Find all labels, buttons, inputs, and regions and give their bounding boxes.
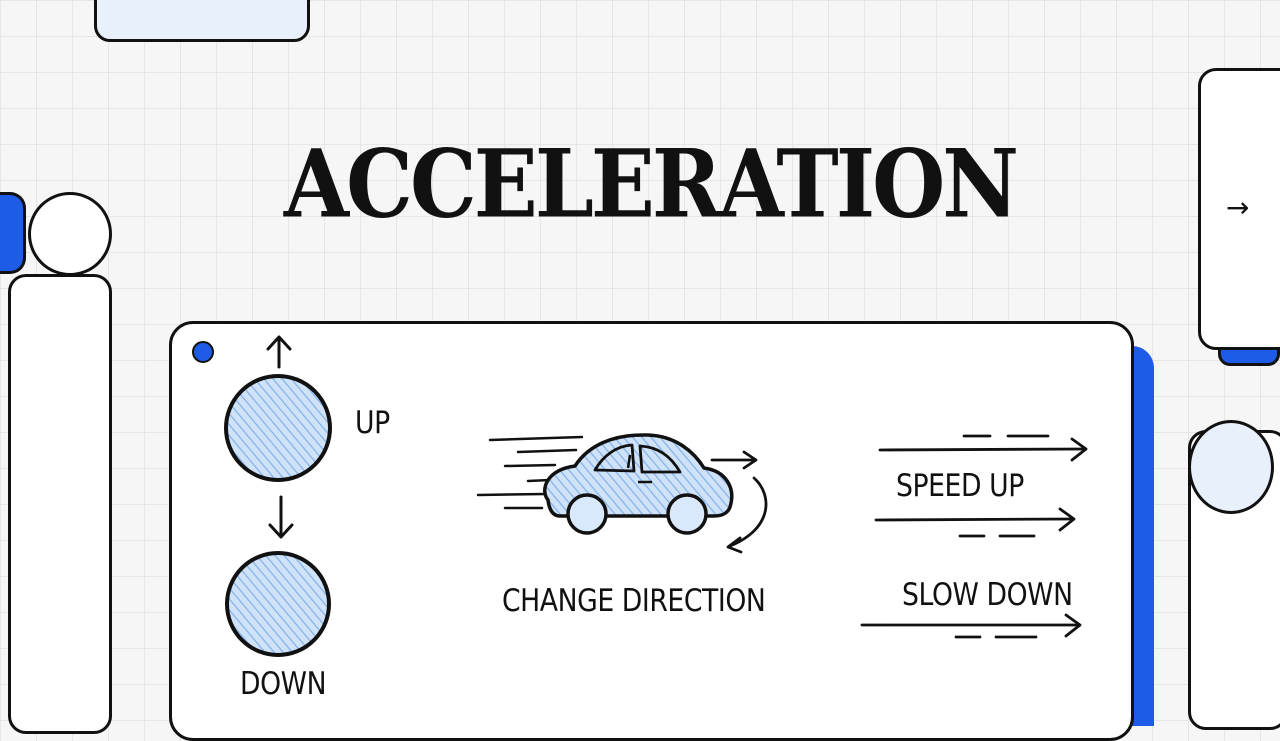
- decor-right-card: [1198, 68, 1280, 350]
- motion-lines-icon: [476, 435, 584, 510]
- down-arrow-icon: [268, 495, 294, 539]
- card-dot-icon: [192, 341, 214, 363]
- decor-top-blob: [94, 0, 310, 42]
- ball-up-icon: [224, 374, 332, 482]
- car-icon: [543, 433, 734, 535]
- turn-arrow-icon: [726, 476, 768, 554]
- down-label: DOWN: [240, 666, 327, 702]
- decor-right-circle: [1188, 420, 1274, 514]
- card-illustrations: [224, 335, 1088, 657]
- speed-up-arrows-icon: [874, 434, 1088, 538]
- up-label: UP: [355, 405, 390, 441]
- decor-left-circle: [28, 192, 112, 276]
- page-title: ACCELERATION: [283, 128, 1019, 239]
- car-forward-arrow-icon: [710, 450, 758, 470]
- arrow-right-icon: →: [1226, 191, 1250, 224]
- slow-down-label: SLOW DOWN: [902, 577, 1073, 613]
- speed-up-label: SPEED UP: [896, 468, 1024, 504]
- decor-left-blue-sliver: [0, 192, 26, 274]
- decor-left-panel: [8, 274, 112, 734]
- up-arrow-icon: [266, 335, 292, 369]
- slow-down-arrow-icon: [860, 613, 1082, 639]
- ball-down-icon: [225, 551, 331, 657]
- change-direction-label: CHANGE DIRECTION: [502, 583, 766, 619]
